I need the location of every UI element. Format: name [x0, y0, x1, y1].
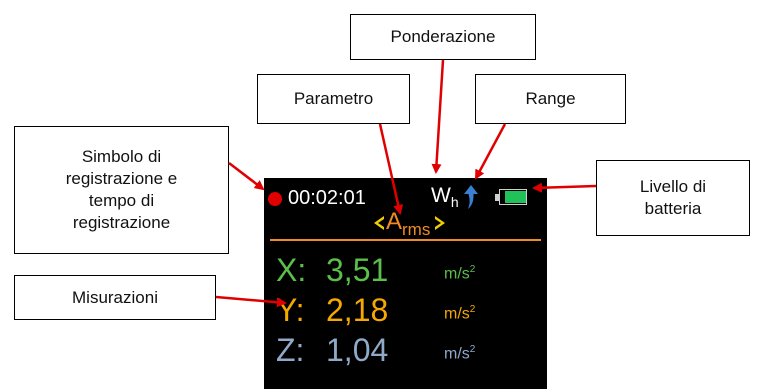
simbolo-label-line3: tempo di	[88, 191, 155, 210]
ponderazione-callout: Ponderazione	[350, 14, 536, 60]
reading-row-z: Z: 1,04 m/s2	[276, 332, 536, 372]
orange-divider	[270, 239, 541, 241]
weighting-letter: W	[431, 184, 451, 207]
recording-time: 00:02:01	[288, 187, 366, 209]
arrow-to-weighting	[431, 59, 445, 174]
batteria-label-line1: Livello di	[639, 177, 707, 196]
arrow-to-parameter	[378, 123, 404, 215]
reading-row-y: Y: 2,18 m/s2	[276, 292, 536, 332]
arrow-to-range	[474, 123, 507, 180]
reading-value: 2,18	[326, 292, 389, 328]
parametro-callout: Parametro	[257, 74, 410, 124]
reading-value: 1,04	[326, 332, 389, 368]
device-screen: 00:02:01 Wh Arms X: 3,51 m/s2 Y: 2,18 m/…	[264, 178, 547, 389]
battery-icon	[495, 189, 527, 205]
reading-unit: m/s2	[444, 344, 476, 363]
range-label: Range	[525, 89, 576, 108]
misurazioni-callout: Misurazioni	[14, 275, 216, 320]
arrow-to-measurements	[215, 295, 287, 308]
simbolo-label-line4: registrazione	[72, 213, 171, 232]
reading-axis: X:	[276, 252, 307, 288]
simbolo-label-line1: Simbolo di	[81, 147, 162, 166]
reading-unit: m/s2	[444, 264, 476, 283]
ponderazione-label: Ponderazione	[390, 27, 496, 46]
parametro-label: Parametro	[293, 89, 374, 108]
reading-unit: m/s2	[444, 304, 476, 323]
up-arrow-icon	[464, 185, 478, 209]
weighting-indicator: Wh	[431, 184, 459, 210]
range-callout: Range	[475, 74, 626, 124]
reading-axis: Z:	[276, 332, 305, 368]
simbolo-label-line2: registrazione e	[65, 169, 178, 188]
batteria-label-line2: batteria	[644, 199, 702, 218]
parameter-subscript: rms	[402, 220, 431, 239]
misurazioni-label: Misurazioni	[72, 287, 158, 307]
chevron-right-icon	[435, 216, 445, 230]
record-dot-icon	[268, 192, 282, 206]
reading-value: 3,51	[326, 252, 389, 288]
arrow-to-recording	[228, 162, 265, 191]
simbolo-callout: Simbolo di registrazione e tempo di regi…	[14, 126, 229, 254]
arrow-to-battery	[532, 182, 597, 193]
reading-row-x: X: 3,51 m/s2	[276, 252, 536, 292]
weighting-subscript: h	[450, 194, 459, 210]
chevron-left-icon	[374, 216, 384, 230]
batteria-callout: Livello di batteria	[596, 160, 750, 236]
